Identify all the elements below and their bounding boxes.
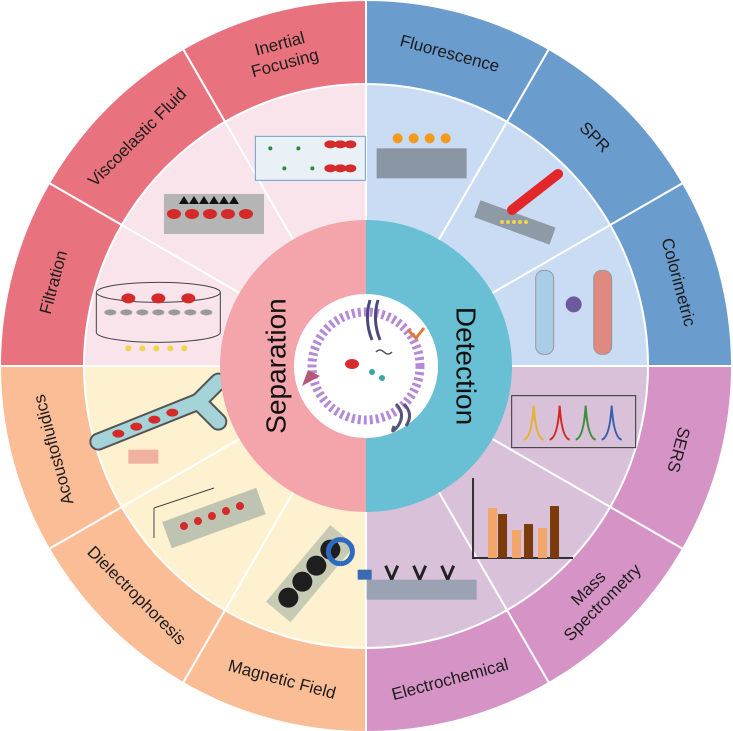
acoustofluidics-band (0, 365, 124, 551)
viscoelastic-channel-illustration (163, 193, 264, 234)
inertial-focusing-channel-illustration (254, 135, 366, 181)
segment-illustrations (89, 133, 637, 623)
electrochemical-band (365, 608, 551, 731)
separation-ring (220, 220, 366, 512)
dielectrophoresis-band (47, 505, 227, 685)
filtration-band (0, 181, 124, 367)
fluorescence-chip-illustration (376, 133, 467, 179)
exosome-icon (302, 299, 426, 433)
electrochemical-electrode-illustration (357, 565, 477, 600)
detection-core-label: Detection (451, 307, 482, 425)
viscoelastic-fluid-band (47, 47, 227, 227)
mass-spectrum-bars-illustration (472, 478, 574, 560)
spr-laser-illustration (474, 168, 564, 245)
separation-core-label: Separation (261, 298, 292, 433)
filtration-membrane-illustration (95, 281, 221, 352)
inertial-focusing-band (181, 0, 367, 124)
colorimetric-tubes-illustration (535, 269, 613, 355)
detection-ring (366, 220, 512, 512)
sers-spectra-illustration (511, 395, 637, 449)
magnetic-beads-illustration (265, 525, 355, 623)
magnetic-field-band (181, 608, 367, 731)
acoustic-channel-illustration (89, 372, 228, 464)
dielectrophoresis-chip-illustration (153, 487, 266, 549)
